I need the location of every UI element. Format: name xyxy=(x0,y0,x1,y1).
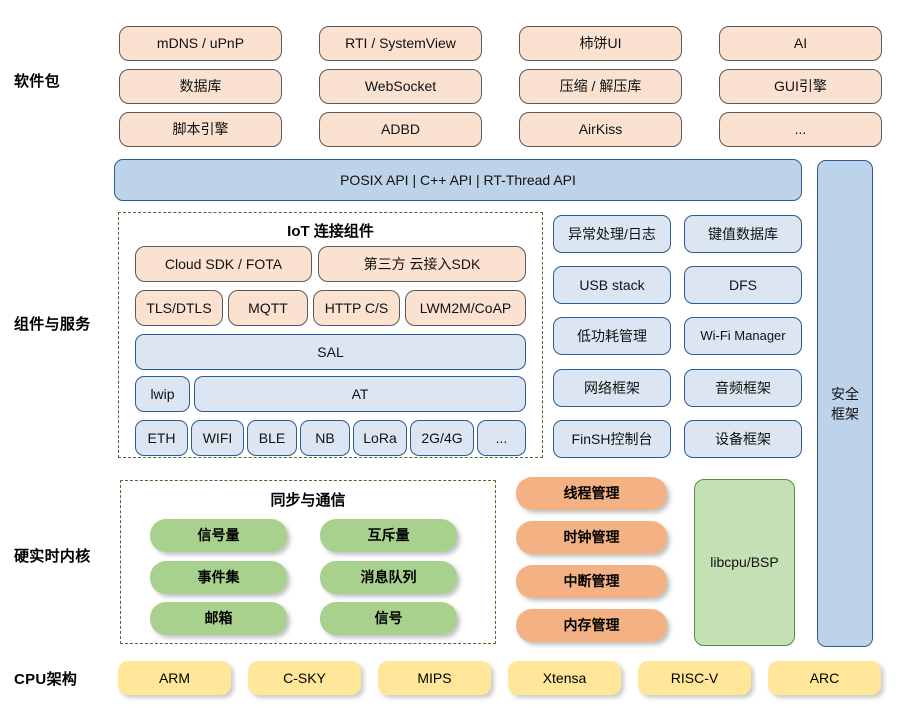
kernel-sync-box[interactable]: 邮箱 xyxy=(150,602,287,635)
iot-box[interactable]: 第三方 云接入SDK xyxy=(318,246,526,282)
kernel-sync-box[interactable]: 信号量 xyxy=(150,519,287,552)
package-box[interactable]: mDNS / uPnP xyxy=(119,26,282,61)
api-bar[interactable]: POSIX API | C++ API | RT-Thread API xyxy=(114,159,802,201)
iot-group-frame xyxy=(118,212,543,458)
cpu-arch-box[interactable]: C-SKY xyxy=(248,661,361,695)
libcpu-bsp-box[interactable]: libcpu/BSP xyxy=(694,479,795,646)
iot-group-title: IoT 连接组件 xyxy=(287,223,374,240)
iot-link-box[interactable]: LoRa xyxy=(353,420,407,456)
package-box[interactable]: RTI / SystemView xyxy=(319,26,482,61)
component-box[interactable]: USB stack xyxy=(553,266,671,304)
iot-link-box[interactable]: BLE xyxy=(247,420,297,456)
package-box[interactable]: 柿饼UI xyxy=(519,26,682,61)
kernel-sync-box[interactable]: 消息队列 xyxy=(320,561,457,594)
cpu-arch-box[interactable]: ARM xyxy=(118,661,231,695)
cpu-arch-box[interactable]: MIPS xyxy=(378,661,491,695)
package-box[interactable]: 数据库 xyxy=(119,69,282,104)
component-box[interactable]: 设备框架 xyxy=(684,420,802,458)
component-box[interactable]: 网络框架 xyxy=(553,369,671,407)
kernel-management-box[interactable]: 内存管理 xyxy=(516,609,667,642)
kernel-management-box[interactable]: 线程管理 xyxy=(516,477,667,510)
component-box[interactable]: 低功耗管理 xyxy=(553,317,671,355)
component-box[interactable]: FinSH控制台 xyxy=(553,420,671,458)
package-box[interactable]: GUI引擎 xyxy=(719,69,882,104)
iot-sal-box[interactable]: SAL xyxy=(135,334,526,370)
row-label-hard-realtime-kernel: 硬实时内核 xyxy=(14,547,91,565)
component-box[interactable]: 键值数据库 xyxy=(684,215,802,253)
row-label-cpu-arch: CPU架构 xyxy=(14,670,78,688)
iot-lwip-box[interactable]: lwip xyxy=(135,376,190,412)
iot-link-box[interactable]: WIFI xyxy=(191,420,244,456)
component-box[interactable]: 异常处理/日志 xyxy=(553,215,671,253)
package-box[interactable]: 压缩 / 解压库 xyxy=(519,69,682,104)
kernel-management-box[interactable]: 中断管理 xyxy=(516,565,667,598)
package-box[interactable]: 脚本引擎 xyxy=(119,112,282,147)
security-framework-box[interactable]: 安全 框架 xyxy=(817,160,873,647)
package-box[interactable]: ... xyxy=(719,112,882,147)
iot-link-box[interactable]: 2G/4G xyxy=(410,420,474,456)
sync-group-frame xyxy=(120,480,496,644)
iot-box[interactable]: MQTT xyxy=(228,290,308,326)
row-label-software-packages: 软件包 xyxy=(14,72,60,90)
component-box[interactable]: Wi-Fi Manager xyxy=(684,317,802,355)
cpu-arch-box[interactable]: ARC xyxy=(768,661,881,695)
kernel-sync-box[interactable]: 信号 xyxy=(320,602,457,635)
iot-at-box[interactable]: AT xyxy=(194,376,526,412)
package-box[interactable]: ADBD xyxy=(319,112,482,147)
package-box[interactable]: WebSocket xyxy=(319,69,482,104)
cpu-arch-box[interactable]: Xtensa xyxy=(508,661,621,695)
kernel-management-box[interactable]: 时钟管理 xyxy=(516,521,667,554)
iot-box[interactable]: TLS/DTLS xyxy=(135,290,223,326)
package-box[interactable]: AI xyxy=(719,26,882,61)
component-box[interactable]: DFS xyxy=(684,266,802,304)
row-label-components-services: 组件与服务 xyxy=(14,315,91,333)
security-framework-label-line2: 框架 xyxy=(831,405,859,422)
kernel-sync-box[interactable]: 互斥量 xyxy=(320,519,457,552)
security-framework-label-line1: 安全 xyxy=(831,385,859,402)
iot-link-box[interactable]: ... xyxy=(477,420,526,456)
iot-link-box[interactable]: NB xyxy=(300,420,350,456)
iot-box[interactable]: HTTP C/S xyxy=(313,290,400,326)
kernel-sync-box[interactable]: 事件集 xyxy=(150,561,287,594)
sync-group-title: 同步与通信 xyxy=(270,492,346,509)
package-box[interactable]: AirKiss xyxy=(519,112,682,147)
cpu-arch-box[interactable]: RISC-V xyxy=(638,661,751,695)
iot-box[interactable]: LWM2M/CoAP xyxy=(405,290,526,326)
component-box[interactable]: 音频框架 xyxy=(684,369,802,407)
iot-box[interactable]: Cloud SDK / FOTA xyxy=(135,246,312,282)
iot-link-box[interactable]: ETH xyxy=(135,420,188,456)
